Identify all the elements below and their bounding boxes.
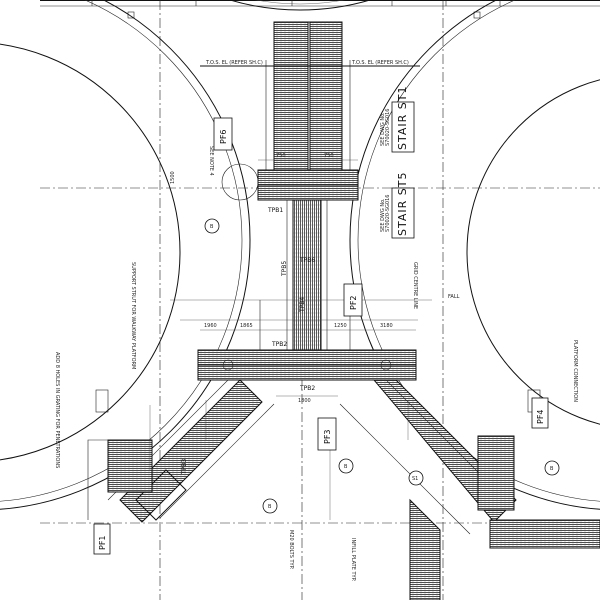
stair-st5-ref-no: S70020-SG016 — [385, 195, 391, 232]
reference-box-left — [127, 11, 135, 19]
bracket-left — [95, 389, 109, 413]
tos-right: T.O.S. EL (REFER SH.C) — [351, 60, 409, 66]
tank-right-outer — [349, 0, 600, 510]
marker-b-3: B — [344, 464, 348, 470]
tank-left-inner — [0, 43, 181, 461]
upper-landing-column — [221, 163, 259, 201]
misc-structure — [87, 299, 541, 520]
tos-left: T.O.S. EL (REFER SH.C) — [205, 60, 263, 66]
note-bolts: M20 BOLTS TYP. — [288, 530, 294, 570]
stair-st5-title: STAIR ST5 — [396, 172, 409, 236]
tank-top-arc — [228, 0, 372, 11]
pf3-label: PF3 — [323, 429, 332, 444]
dim-3180: 3180 — [380, 323, 393, 329]
title-strip — [40, 0, 600, 19]
tank-right-inner — [466, 79, 600, 425]
stair-st1-ref-no: S70020-SG016 — [385, 109, 391, 146]
tank-left-outer — [0, 0, 251, 510]
tpb2-label: TPB2 — [271, 341, 287, 348]
central-walkway — [286, 199, 328, 351]
pf4-label: PF4 — [536, 409, 545, 424]
walkway-left — [107, 379, 275, 523]
tpb3-label: TPB3 — [181, 459, 188, 475]
tag-pf2: PF2 — [343, 283, 363, 317]
dim-750a: 750 — [276, 153, 286, 159]
tag-pf4: PF4 — [531, 397, 549, 429]
marker-b-4: B — [550, 466, 554, 472]
stair-st1 — [200, 21, 420, 171]
dim-1500: 1500 — [170, 171, 176, 184]
tag-pf3: PF3 — [317, 417, 337, 451]
stair-st1-ref: SEE DWG No. — [380, 112, 386, 146]
tag-stair-st5: STAIR ST5 SEE DWG No. S70020-SG016 — [380, 172, 415, 239]
tag-pf1: PF1 — [93, 523, 111, 555]
dim-1800: 1800 — [298, 398, 311, 404]
tank-outlines — [0, 0, 600, 510]
reference-box-right — [473, 11, 481, 19]
marker-b-1: B — [210, 224, 214, 230]
note-see-4: SEE NOTE 4 — [208, 146, 214, 176]
notes: SEE NOTE 4 SUPPORT STRUT FOR WALKWAY PLA… — [54, 146, 578, 582]
tpb6-label: TPB6 — [299, 257, 315, 264]
tag-stair-st1: STAIR ST1 SEE DWG No. S70020-SG016 — [380, 86, 415, 153]
tpb1-label: TPB1 — [267, 207, 283, 214]
note-fall: FALL — [448, 294, 460, 300]
tpb4-label: TPB4 — [299, 297, 306, 313]
tpb5-label: TPB5 — [281, 261, 288, 277]
tpb2b-label: TPB2 — [299, 385, 315, 392]
note-support-struts: SUPPORT STRUT FOR WALKWAY PLATFORM — [130, 262, 136, 369]
upper-landing — [221, 163, 359, 201]
dim-1250: 1250 — [334, 323, 347, 329]
pf6-label: PF6 — [219, 129, 228, 144]
stair-st5-ref: SEE DWG No. — [380, 198, 386, 232]
section-markers: B B B B S1 — [204, 218, 560, 514]
stair-st1-title: STAIR ST1 — [396, 86, 409, 150]
dim-1960: 1960 — [204, 323, 217, 329]
dim-750b: 750 — [324, 153, 334, 159]
note-platform-conn: PLATFORM CONNECTION — [572, 340, 578, 402]
note-infill: INFILL PLATE TYP. — [350, 538, 356, 582]
dim-1865: 1865 — [240, 323, 253, 329]
note-openings: ADD 8 HOLES IN GRATING FOR PENETRATIONS — [54, 352, 60, 468]
pf1-label: PF1 — [98, 535, 107, 550]
dimension-lines: 1960 1250 3180 1800 750 750 1865 1500 — [170, 153, 416, 404]
marker-s1: S1 — [412, 476, 418, 482]
walkway-right — [339, 379, 600, 600]
marker-b-2: B — [268, 504, 272, 510]
cross-platform — [197, 349, 417, 381]
pf2-label: PF2 — [349, 295, 358, 310]
level-notes: T.O.S. EL (REFER SH.C) T.O.S. EL (REFER … — [205, 60, 409, 66]
tag-pf6: PF6 — [213, 117, 233, 151]
note-centre: GRID CENTRE LINE — [412, 262, 418, 309]
beam-labels: TPB1 TPB2 TPB2 TPB3 TPB4 TPB5 TPB6 — [181, 207, 315, 475]
